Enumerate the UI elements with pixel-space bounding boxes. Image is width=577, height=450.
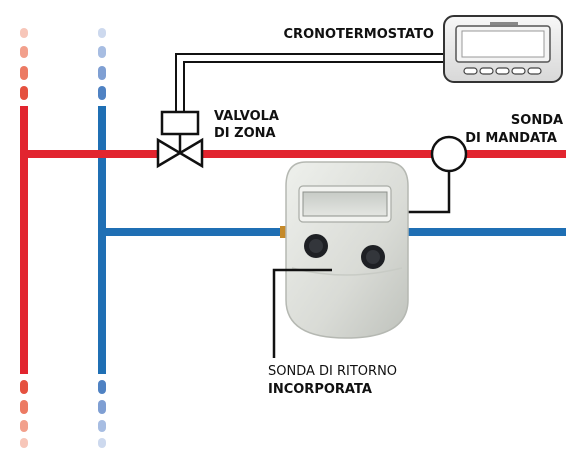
zone-valve-icon bbox=[156, 110, 204, 169]
supply-probe-label-line2: DI MANDATA bbox=[465, 131, 557, 146]
thermostat-wires bbox=[175, 53, 444, 112]
chronothermostat-device bbox=[443, 15, 563, 83]
vertical-hot-pipe bbox=[20, 28, 28, 448]
return-probe-label-line1: SONDA DI RITORNO bbox=[268, 364, 397, 379]
supply-probe-icon bbox=[408, 135, 468, 214]
supply-probe-label-line1: SONDA bbox=[511, 113, 563, 128]
return-probe-label-line2: INCORPORATA bbox=[268, 382, 372, 397]
vertical-cold-pipe bbox=[98, 28, 106, 448]
thermostat-label: CRONOTERMOSTATO bbox=[284, 27, 434, 42]
heat-meter-device bbox=[280, 161, 409, 339]
return-probe-lead bbox=[272, 268, 332, 358]
valve-label-line1: VALVOLA bbox=[214, 109, 279, 124]
valve-label-line2: DI ZONA bbox=[214, 126, 276, 141]
supply-pipe-red bbox=[24, 150, 566, 158]
return-pipe-blue bbox=[102, 228, 566, 236]
